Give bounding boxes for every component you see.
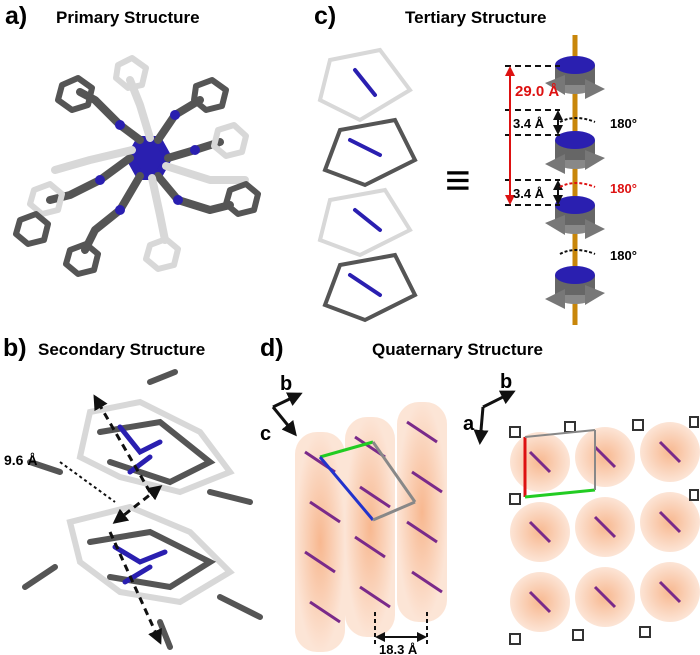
column-lattice-right (509, 416, 700, 645)
primary-structure-molecule (13, 55, 261, 277)
equivalence-symbol: ≡ (445, 156, 471, 205)
panel-a-title: Primary Structure (56, 8, 200, 27)
interplanar-distance-label: 9.6 Å (4, 452, 37, 468)
secondary-structure-dimer: 9.6 Å (4, 369, 263, 650)
quaternary-structure-packing: b c 18.3 Å b a (260, 371, 700, 655)
panel-b-title: Secondary Structure (38, 340, 206, 359)
column-stack-left (295, 402, 447, 652)
panel-b-letter: b) (3, 334, 27, 362)
spacing-lower-label: 3.4 Å (513, 186, 545, 201)
axis-right-second: a (463, 413, 475, 435)
panel-d-letter: d) (260, 334, 284, 362)
axis-left-second: c (260, 423, 271, 445)
rotation-top-label: 180° (610, 116, 637, 131)
panel-d-title: Quaternary Structure (372, 340, 543, 359)
tertiary-structure-helix: ≡ 29.0 Å 3.4 Å 3.4 Å 180° 180° 180° (317, 35, 637, 325)
axis-right-first: b (500, 371, 512, 393)
pitch-label: 29.0 Å (515, 83, 559, 100)
axis-left-first: b (280, 373, 292, 395)
column-distance-label: 18.3 Å (379, 642, 418, 655)
rotation-middle-label: 180° (610, 181, 637, 196)
panel-c-title: Tertiary Structure (405, 8, 547, 27)
spacing-upper-label: 3.4 Å (513, 116, 545, 131)
rotation-bottom-label: 180° (610, 248, 637, 263)
panel-c-letter: c) (314, 2, 337, 30)
panel-a-letter: a) (5, 2, 28, 30)
disc-stack (545, 56, 605, 309)
